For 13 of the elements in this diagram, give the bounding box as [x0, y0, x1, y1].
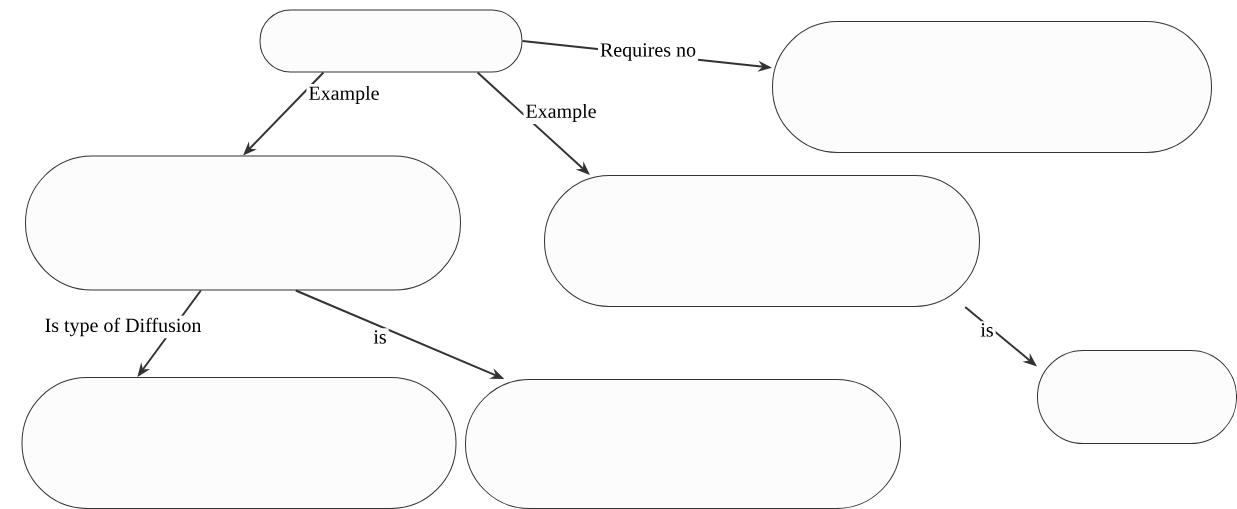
edge-label: is [978, 321, 996, 339]
edge-label: Requires no [597, 41, 699, 63]
edge-label: Example [306, 83, 382, 107]
rounded-box [772, 21, 1212, 153]
rounded-box [544, 175, 980, 307]
edge-label: is [371, 328, 389, 346]
edge-label: Example [523, 101, 599, 125]
rounded-box [465, 379, 901, 509]
rounded-box [21, 377, 457, 509]
rounded-box [259, 9, 523, 73]
edge-label: Is type of Diffusion [42, 315, 204, 339]
rounded-box [25, 155, 461, 291]
rounded-box [1037, 350, 1237, 444]
